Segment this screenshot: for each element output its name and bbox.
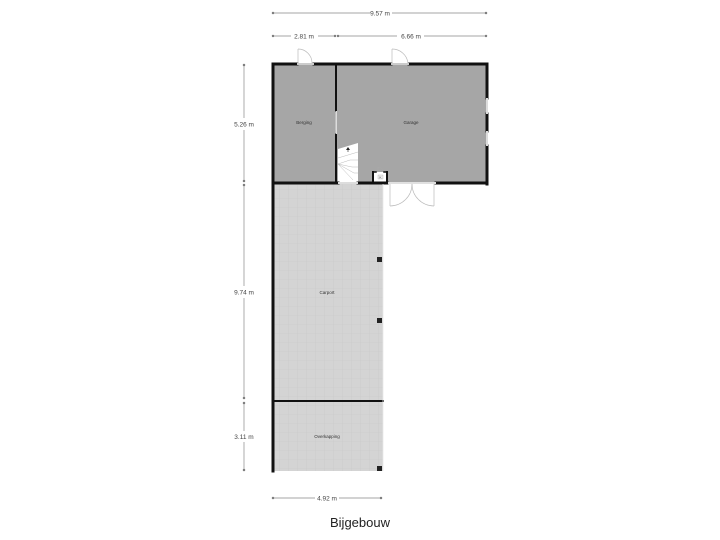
dimension-bottom-width bbox=[271, 496, 383, 500]
dimension-carport-height-label: 9.74 m bbox=[234, 290, 254, 297]
room-label-garage: Garage bbox=[403, 120, 419, 125]
door-berging[interactable] bbox=[297, 48, 314, 65]
room-label-berging: Berging bbox=[296, 120, 312, 125]
plan-title: Bijgebouw bbox=[330, 515, 390, 530]
dimension-bottom-width-label: 4.92 m bbox=[317, 496, 337, 503]
door-garage[interactable] bbox=[391, 48, 409, 65]
door-stairs bbox=[338, 182, 358, 184]
room-carport-floor bbox=[273, 184, 383, 401]
dimension-berging-width-label: 2.81 m bbox=[294, 34, 314, 41]
column-post bbox=[377, 257, 382, 471]
door-garage-double[interactable] bbox=[388, 182, 436, 207]
dimension-top-height-label: 5.26 m bbox=[234, 122, 254, 129]
meter-box-icon: K bbox=[374, 166, 386, 183]
dimension-berging-width bbox=[271, 34, 337, 38]
dimension-overkapping-height bbox=[242, 401, 246, 472]
window bbox=[335, 98, 488, 146]
dimension-top-height bbox=[242, 63, 246, 183]
dimension-carport-height bbox=[242, 183, 246, 400]
dimension-total-width bbox=[271, 11, 488, 15]
dimension-overkapping-height-label: 3.11 m bbox=[234, 434, 253, 441]
walls bbox=[271, 62, 489, 473]
room-garage-floor bbox=[336, 65, 486, 183]
room-label-carport: Carport bbox=[319, 290, 335, 295]
dimension-garage-width bbox=[336, 34, 488, 38]
meter-box-label: K bbox=[379, 176, 381, 180]
dimension-total-width-label: 9.57 m bbox=[370, 11, 390, 18]
room-overkapping-floor bbox=[273, 401, 383, 471]
stairs-icon bbox=[337, 143, 359, 183]
room-berging-floor bbox=[273, 65, 336, 183]
room-label-overkapping: Overkapping bbox=[314, 434, 340, 439]
dimension-garage-width-label: 6.66 m bbox=[401, 34, 421, 41]
